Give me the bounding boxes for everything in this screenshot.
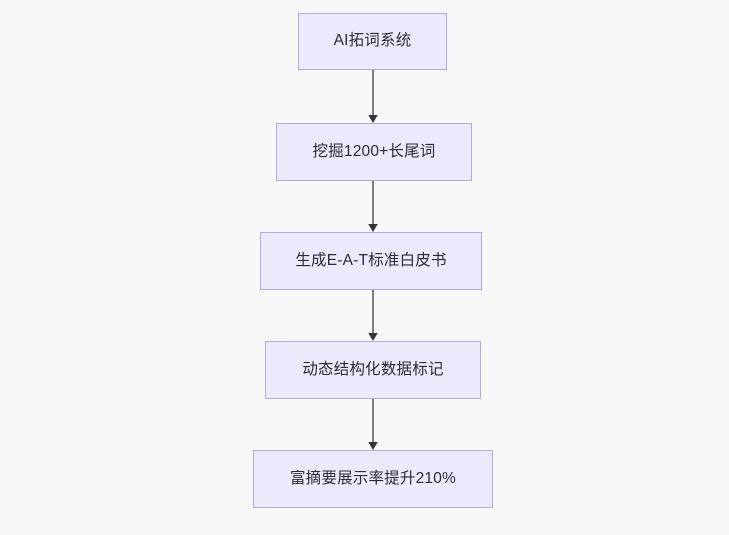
flow-node-label: 动态结构化数据标记 <box>302 360 444 378</box>
arrow-icon <box>368 70 378 123</box>
flow-arrow <box>363 290 383 341</box>
flow-arrow <box>363 399 383 450</box>
flow-node-label: 富摘要展示率提升210% <box>289 469 457 487</box>
flow-node[interactable]: 挖掘1200+长尾词 <box>276 123 472 181</box>
flow-node-label: 生成E-A-T标准白皮书 <box>295 251 447 269</box>
flow-node[interactable]: 动态结构化数据标记 <box>265 341 481 399</box>
flow-node[interactable]: AI拓词系统 <box>298 13 447 70</box>
flow-arrow <box>363 70 383 123</box>
arrow-icon <box>368 399 378 450</box>
flow-node[interactable]: 生成E-A-T标准白皮书 <box>260 232 482 290</box>
flow-node-label: 挖掘1200+长尾词 <box>312 142 436 160</box>
flow-node-label: AI拓词系统 <box>333 32 412 50</box>
flow-node[interactable]: 富摘要展示率提升210% <box>253 450 493 508</box>
arrow-icon <box>368 181 378 232</box>
arrow-icon <box>368 290 378 341</box>
flow-arrow <box>363 181 383 232</box>
